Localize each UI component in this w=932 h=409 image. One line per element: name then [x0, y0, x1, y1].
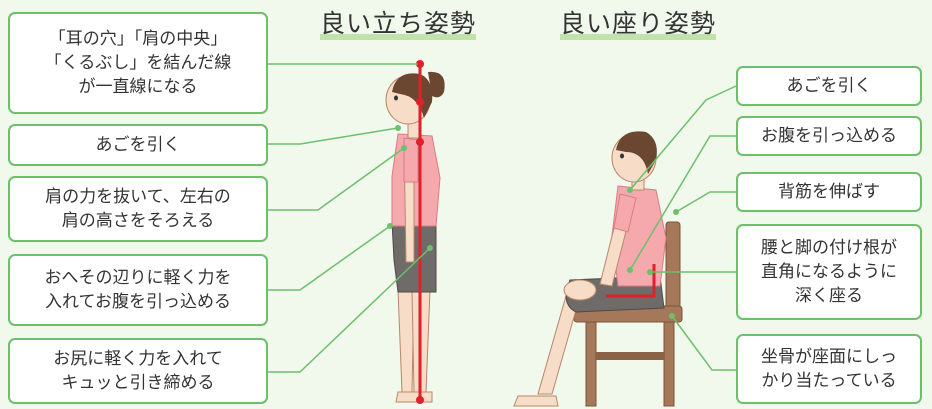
sitting-posture-title: 良い座り姿勢 [560, 9, 717, 40]
callout-hip-angle: 腰と脚の付け根が 直角になるように 深く座る [736, 224, 922, 320]
callout-shoulders: 肩の力を抜いて、左右の 肩の高さをそろえる [8, 176, 268, 242]
sitting-leader-lines [629, 85, 737, 371]
callout-alignment-line: 「耳の穴」「肩の中央」 「くるぶし」を結んだ線 が一直線になる [8, 12, 268, 114]
sitting-figure [513, 131, 667, 407]
callout-spine: 背筋を伸ばす [736, 172, 922, 212]
standing-leader-lines [268, 63, 431, 373]
standing-leader-dots [387, 125, 433, 251]
callout-buttocks: お尻に軽く力を入れて キュッと引き締める [8, 338, 268, 404]
callout-sitting-belly: お腹を引っ込める [736, 116, 922, 156]
callout-sitbones: 坐骨が座面にしっ かり当たっている [736, 334, 922, 404]
callout-standing-chin: あごを引く [8, 124, 268, 166]
standing-figure [385, 60, 445, 404]
callout-sitting-chin: あごを引く [736, 66, 922, 106]
standing-posture-title: 良い立ち姿勢 [320, 9, 477, 40]
callout-standing-belly: おへその辺りに軽く力を 入れてお腹を引っ込める [8, 254, 268, 326]
sitting-leader-dots [627, 187, 679, 319]
